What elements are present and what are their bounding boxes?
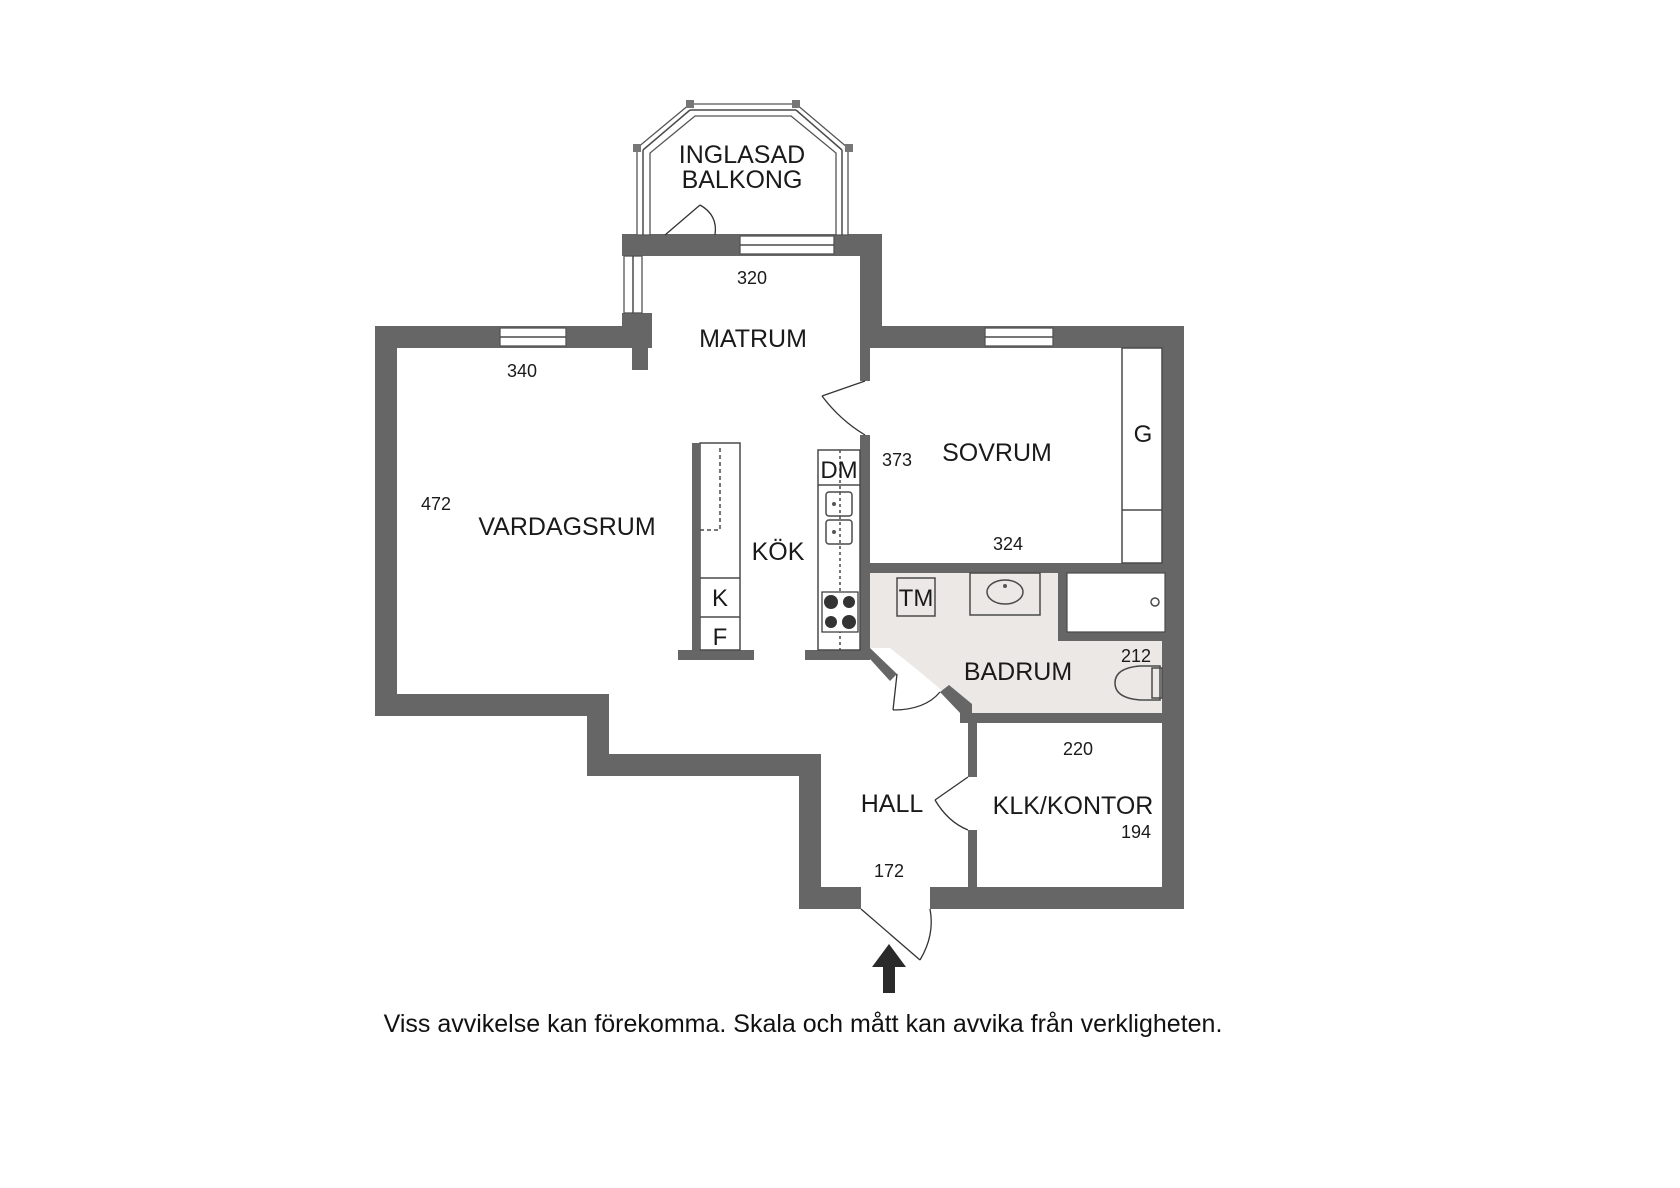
room-label-living: VARDAGSRUM [478, 513, 655, 541]
dim-bedroom-width: 324 [993, 534, 1023, 554]
fixture-dishwasher-label: DM [820, 457, 857, 484]
entrance-arrow-icon [872, 944, 906, 993]
wardrobe [1121, 347, 1163, 564]
fixture-wardrobe-label: G [1134, 421, 1153, 448]
fixture-fridge-label: K [712, 585, 728, 612]
doors [664, 204, 969, 961]
room-label-dining: MATRUM [699, 325, 807, 353]
kitchen-counter [817, 449, 861, 651]
dim-bathroom-width: 212 [1121, 646, 1151, 666]
dim-dining-width: 320 [737, 268, 767, 288]
kitchen-island [692, 442, 741, 651]
interior-walls [678, 345, 1165, 900]
fixture-washer-label: TM [899, 585, 934, 612]
room-label-office: KLK/KONTOR [993, 792, 1154, 820]
room-label-bedroom: SOVRUM [942, 439, 1052, 467]
dim-office-depth: 194 [1121, 822, 1151, 842]
room-label-balcony-line1: INGLASAD [679, 141, 805, 169]
room-label-hall: HALL [861, 790, 924, 818]
windows [499, 235, 1054, 347]
dim-living-width: 340 [507, 361, 537, 381]
dim-living-depth: 472 [421, 494, 451, 514]
bathroom-fixtures [896, 572, 1166, 701]
room-label-balcony-line2: BALKONG [682, 166, 803, 194]
disclaimer-text: Viss avvikelse kan förekomma. Skala och … [384, 1010, 1223, 1038]
room-label-bathroom: BADRUM [964, 658, 1072, 686]
glazed-balcony [633, 100, 853, 236]
dim-hall-width: 172 [874, 861, 904, 881]
fixture-freezer-label: F [713, 624, 728, 651]
dim-bedroom-depth: 373 [882, 450, 912, 470]
room-label-kitchen: KÖK [752, 538, 805, 566]
dim-office-width: 220 [1063, 739, 1093, 759]
